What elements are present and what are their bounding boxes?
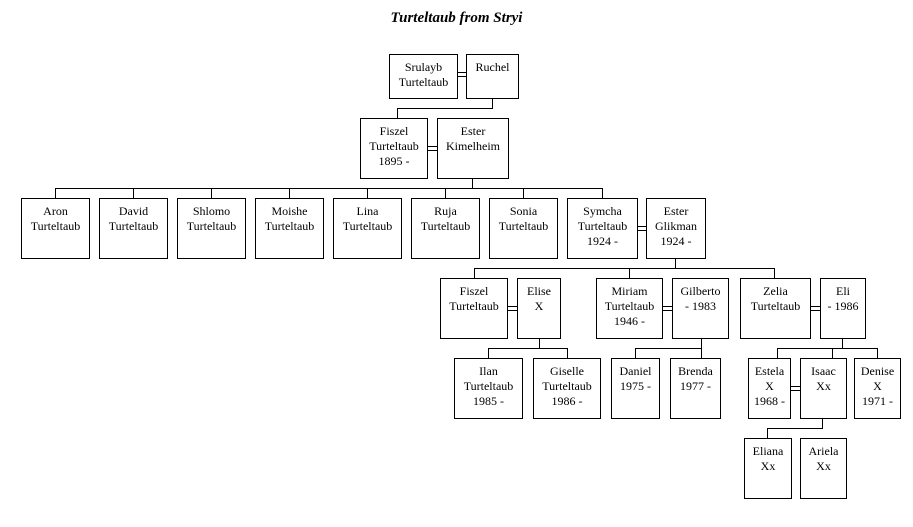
person-box-ester-kimelheim: Ester Kimelheim [437,118,509,179]
person-box-ilan: Ilan Turteltaub 1985 - [454,358,523,419]
date-line: 1975 - [620,379,651,393]
name-line: Ariela [808,444,839,458]
surname-line: Turteltaub [463,379,514,393]
person-box-eliana: Eliana Xx [744,438,792,499]
name-line: Ilan [479,364,498,378]
name-line: David [118,204,149,218]
date-line: - 1983 [685,299,716,313]
surname-line: Turteltaub [264,219,315,233]
name-line: Daniel [619,364,652,378]
surname-line: X [873,379,882,393]
surname-line: X [534,299,544,313]
surname-line: Turteltaub [604,299,655,313]
name-line: Ruchel [475,60,510,74]
name-line: Isaac [811,364,836,378]
name-line: Ester [663,204,689,218]
name-line: Miriam [611,284,648,298]
person-box-ruja: Ruja Turteltaub [411,198,480,259]
person-box-lina: Lina Turteltaub [333,198,402,259]
person-box-ruchel: Ruchel [466,54,519,99]
surname-line: Turteltaub [542,379,592,393]
person-box-symcha: Symcha Turteltaub 1924 - [567,198,638,259]
person-box-daniel: Daniel 1975 - [611,358,660,419]
surname-line: X [765,379,774,393]
date-line: 1968 - [754,394,785,408]
name-line: Moishe [271,204,308,218]
person-box-sonia: Sonia Turteltaub [489,198,558,259]
person-box-gilberto: Gilberto - 1983 [672,278,729,339]
surname-line: Turteltaub [186,219,237,233]
name-line: Srulayb [404,60,443,74]
person-box-fiszel-1895: Fiszel Turteltaub 1895 - [360,118,428,179]
person-box-eli: Eli - 1986 [820,278,866,339]
person-box-ester-glikman: Ester Glikman 1924 - [646,198,706,259]
person-box-srulayb: Srulayb Turteltaub [389,54,458,99]
name-line: Elise [527,284,551,298]
person-box-brenda: Brenda 1977 - [670,358,721,419]
date-line: 1985 - [473,394,504,408]
surname-line: Turteltaub [420,219,471,233]
surname-line: Xx [760,459,776,473]
surname-line: Kimelheim [446,139,500,153]
surname-line: Xx [816,459,831,473]
date-line: - 1986 [827,299,859,313]
person-box-moishe: Moishe Turteltaub [255,198,324,259]
name-line: Fiszel [379,124,409,138]
surname-line: Turteltaub [449,299,499,313]
person-box-giselle: Giselle Turteltaub 1986 - [533,358,601,419]
person-box-denise: Denise X 1971 - [854,358,901,419]
person-box-aron: Aron Turteltaub [21,198,90,259]
person-box-fiszel-junior: Fiszel Turteltaub [440,278,508,339]
surname-line: Turteltaub [577,219,628,233]
person-box-ariela: Ariela Xx [800,438,847,499]
date-line: 1977 - [680,379,711,393]
person-box-isaac: Isaac Xx [800,358,847,419]
person-box-miriam: Miriam Turteltaub 1946 - [596,278,663,339]
date-line: 1946 - [614,314,645,328]
name-line: Symcha [583,204,622,218]
name-line: Denise [860,364,895,378]
name-line: Eliana [752,444,784,458]
surname-line: Turteltaub [342,219,393,233]
name-line: Fiszel [459,284,489,298]
name-line: Zelia [763,284,788,298]
date-line: 1895 - [378,154,410,168]
name-line: Brenda [678,364,713,378]
chart-title: Turteltaub from Stryi [390,10,523,26]
surname-line: Turteltaub [398,75,449,89]
name-line: Eli [836,284,850,298]
surname-line: Glikman [655,219,697,233]
date-line: 1971 - [862,394,893,408]
name-line: Shlomo [192,204,231,218]
person-box-elise: Elise X [517,278,561,339]
date-line: 1986 - [551,394,583,408]
person-box-zelia: Zelia Turteltaub [740,278,811,339]
surname-line: Turteltaub [369,139,419,153]
surname-line: Turteltaub [498,219,549,233]
surname-line: Turteltaub [30,219,81,233]
name-line: Ruja [434,204,457,218]
name-line: Giselle [550,364,584,378]
date-line: 1924 - [660,234,692,248]
person-box-shlomo: Shlomo Turteltaub [177,198,246,259]
name-line: Sonia [509,204,538,218]
name-line: Estela [754,364,785,378]
name-line: Aron [43,204,68,218]
person-box-david: David Turteltaub [99,198,168,259]
surname-line: Turteltaub [108,219,159,233]
surname-line: Xx [816,379,831,393]
name-line: Lina [356,204,379,218]
name-line: Gilberto [680,284,721,298]
surname-line: Turteltaub [750,299,801,313]
date-line: 1924 - [587,234,618,248]
name-line: Ester [460,124,486,138]
person-box-estela: Estela X 1968 - [748,358,791,419]
